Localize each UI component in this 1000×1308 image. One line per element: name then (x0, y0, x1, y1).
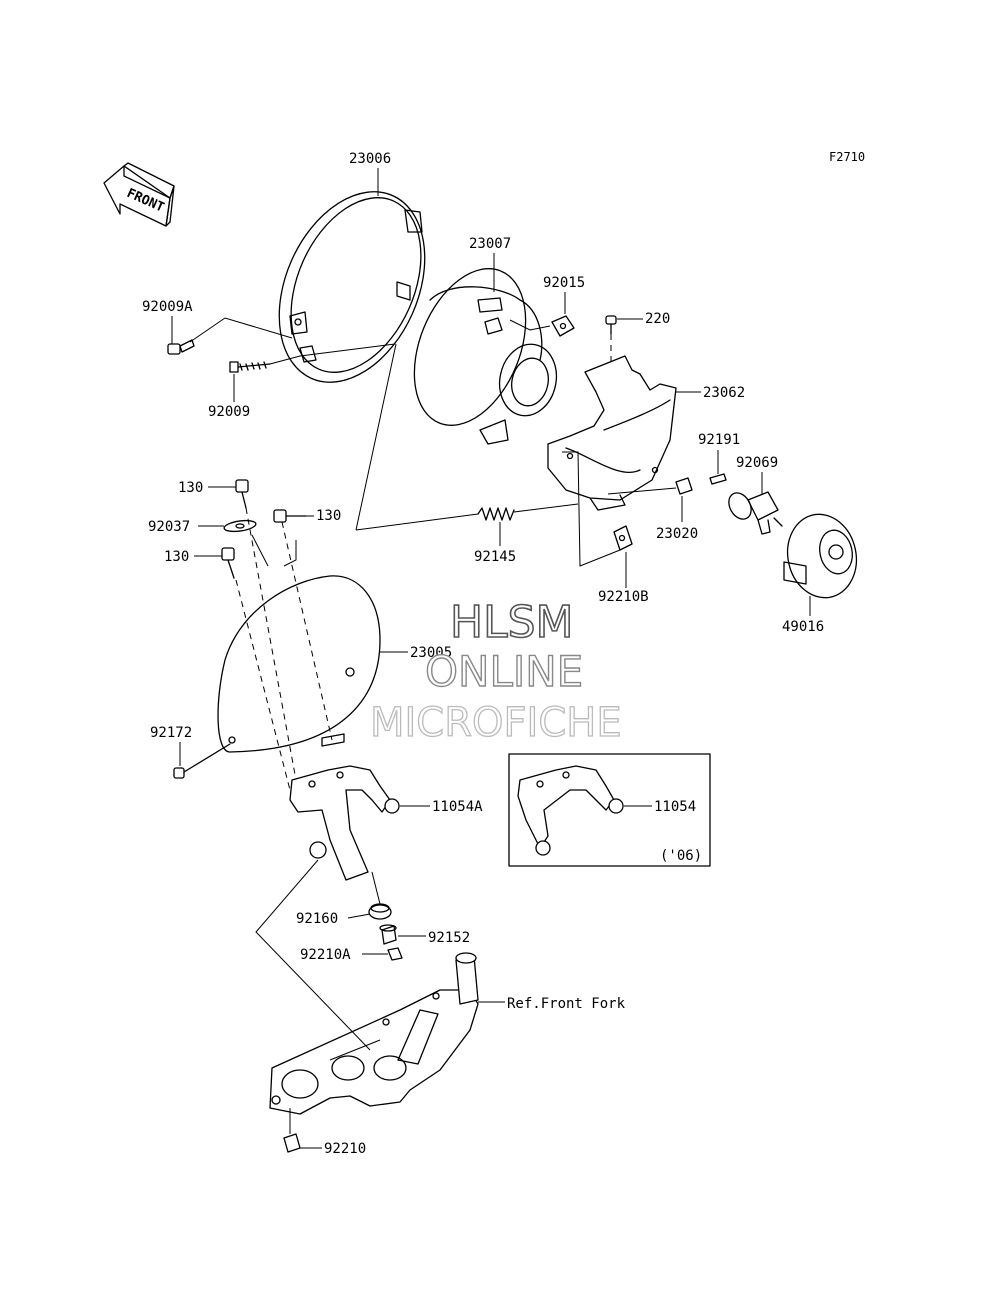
label-220: 220 (645, 311, 670, 327)
watermark-line-3: MICROFICHE (370, 700, 622, 746)
label-23005: 23005 (410, 645, 452, 661)
label-92009a: 92009A (142, 299, 193, 315)
nut-92015 (551, 315, 575, 337)
bolt-130-right (273, 509, 307, 523)
label-92015: 92015 (543, 275, 585, 291)
headlight-visor (217, 575, 381, 753)
clip-92210b (613, 525, 633, 551)
label-92152: 92152 (428, 930, 470, 946)
watermark-line-1: HLSM (450, 597, 574, 648)
label-23006: 23006 (349, 151, 391, 167)
diagram-code: F2710 (829, 150, 865, 164)
label-130-lower: 130 (164, 549, 189, 565)
bulb-cap-49016 (783, 513, 858, 599)
label-49016: 49016 (782, 619, 824, 635)
label-92009: 92009 (208, 404, 250, 420)
inset-year-note: ('06) (660, 848, 702, 864)
nut-92210 (283, 1133, 301, 1153)
label-23020: 23020 (656, 526, 698, 542)
label-ref-front-fork: Ref.Front Fork (507, 996, 626, 1012)
screw-220 (605, 315, 617, 335)
watermark-line-2: ONLINE (425, 647, 583, 696)
label-92037: 92037 (148, 519, 190, 535)
label-130-right: 130 (316, 508, 341, 524)
label-92191: 92191 (698, 432, 740, 448)
inset-box: 11054 ('06) (508, 753, 711, 867)
grommet-92160 (368, 903, 392, 920)
nut-92210a (387, 947, 403, 961)
label-92172: 92172 (150, 725, 192, 741)
spring-92145 (477, 507, 515, 521)
label-92160: 92160 (296, 911, 338, 927)
screw-92009 (229, 361, 271, 373)
headlight-bracket (547, 355, 677, 511)
label-92210a: 92210A (300, 947, 351, 963)
washer-92037 (223, 519, 257, 533)
bolt-130-upper (235, 479, 249, 509)
label-92069: 92069 (736, 455, 778, 471)
screw-92172 (173, 743, 231, 779)
pin-92191 (709, 473, 727, 485)
headlight-rim (278, 191, 426, 383)
label-11054: 11054 (654, 799, 696, 815)
label-130-upper: 130 (178, 480, 203, 496)
label-92210b: 92210B (598, 589, 649, 605)
watermark: HLSM ONLINE MICROFICHE (369, 596, 622, 746)
clip-23020 (675, 477, 693, 495)
label-23007: 23007 (469, 236, 511, 252)
fork-bracket (269, 952, 479, 1115)
label-23062: 23062 (703, 385, 745, 401)
collar-92152 (379, 924, 397, 945)
label-92145: 92145 (474, 549, 516, 565)
label-92210: 92210 (324, 1141, 366, 1157)
screw-92009a (167, 339, 195, 355)
bolt-130-lower (221, 547, 235, 579)
front-arrow-icon: FRONT (103, 162, 175, 227)
label-11054a: 11054A (432, 799, 483, 815)
headlight-unit (413, 268, 558, 445)
bulb-92069 (728, 491, 783, 535)
visor-bracket-11054a (289, 765, 400, 881)
